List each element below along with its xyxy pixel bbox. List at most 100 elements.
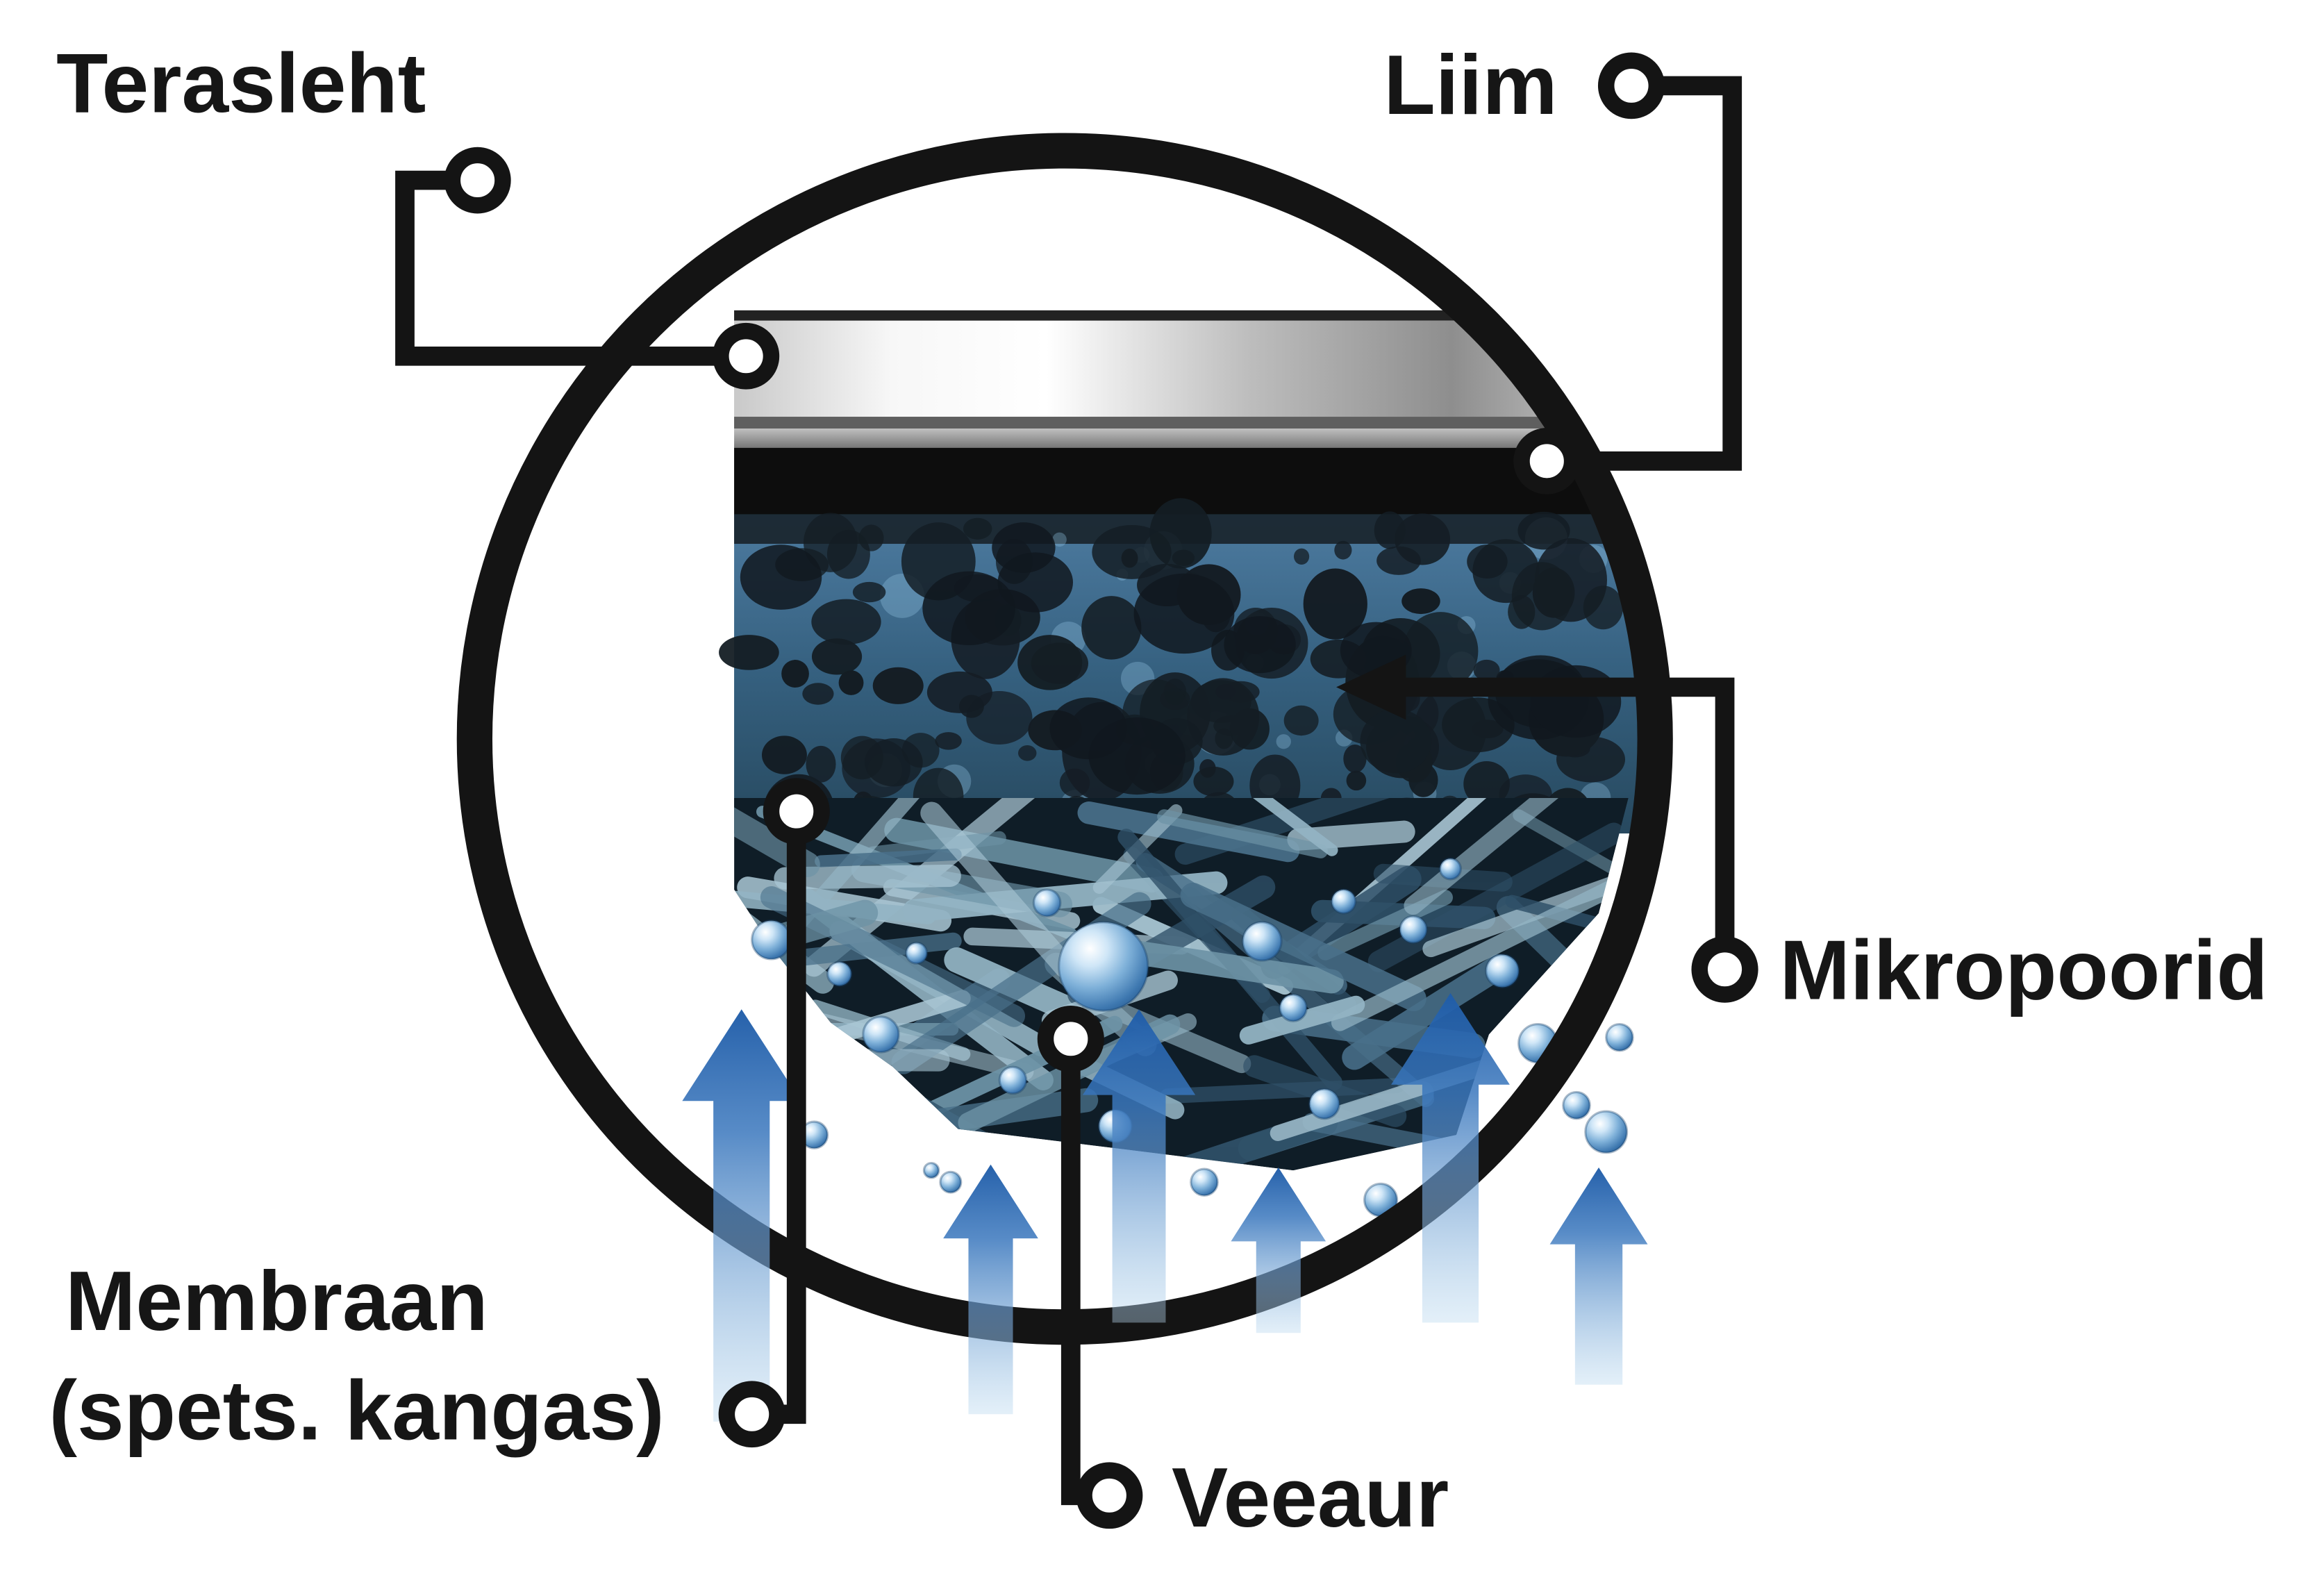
vapor-arrow-up-icon xyxy=(1549,1167,1648,1385)
pore-blob xyxy=(1187,678,1260,756)
water-droplet xyxy=(826,961,853,987)
mikropoorid-arrowhead-icon xyxy=(1336,654,1406,720)
pore-blob-large xyxy=(1088,717,1186,795)
vapor-arrow-up-icon xyxy=(682,1009,801,1422)
label-membraan-line2: (spets. kangas) xyxy=(49,1363,664,1458)
vapor-arrow-up-icon xyxy=(1391,992,1510,1323)
pore-blob xyxy=(1017,745,1037,761)
pore-blob xyxy=(811,638,863,675)
ring-membraan-target xyxy=(763,778,830,845)
membrane-highlight-spot xyxy=(1052,532,1067,547)
fabric-fiber xyxy=(1181,886,1435,1107)
material-layers xyxy=(719,310,1639,1171)
fabric-fiber xyxy=(920,801,1077,979)
pore-blob xyxy=(1473,659,1500,681)
membrane-highlight-spot xyxy=(1276,734,1291,749)
fabric-fiber xyxy=(1077,801,1300,863)
pore-blob xyxy=(1193,766,1234,797)
water-droplet xyxy=(1241,921,1283,962)
water-droplet xyxy=(1562,1090,1591,1120)
pore-blob xyxy=(1463,761,1510,807)
callout-line-liim xyxy=(1547,76,1742,471)
fabric-fiber xyxy=(866,831,1006,861)
pore-blob xyxy=(872,667,924,704)
pore-blob xyxy=(1467,545,1508,579)
fabric-fiber xyxy=(1180,883,1426,1011)
label-terasleht: Terasleht xyxy=(56,36,426,131)
pore-blob xyxy=(1360,708,1432,774)
pore-blob xyxy=(806,745,836,783)
pore-blob xyxy=(1215,728,1233,749)
fabric-fiber xyxy=(1331,874,1629,1031)
fabric-fiber xyxy=(1160,1078,1405,1104)
pore-blob-large xyxy=(1133,573,1235,654)
pore-blob xyxy=(963,517,992,540)
pore-blob xyxy=(1149,498,1212,569)
pore-blob-large xyxy=(1530,665,1622,738)
pore-blob xyxy=(852,581,886,603)
water-droplet xyxy=(1584,1110,1629,1154)
pore-blob xyxy=(1511,562,1572,631)
pore-blob xyxy=(1376,546,1421,575)
pore-blob xyxy=(959,695,984,718)
fabric-fiber xyxy=(815,848,962,867)
callout-line-mikropoorid xyxy=(1399,677,1735,970)
vapor-arrows xyxy=(682,992,1648,1422)
ring-veeaur-target xyxy=(1037,1005,1104,1072)
fabric-fiber xyxy=(774,864,961,890)
pore-blob xyxy=(1303,568,1367,640)
vapor-arrow-up-icon xyxy=(1082,1009,1196,1323)
water-droplet xyxy=(751,920,792,961)
ring-veeaur-label xyxy=(1076,1462,1143,1529)
pore-blob xyxy=(1583,585,1624,630)
water-droplet xyxy=(939,1170,963,1194)
water-droplet xyxy=(922,1161,940,1179)
pore-blob xyxy=(761,735,807,774)
water-droplet xyxy=(1279,993,1308,1022)
pore-blob-large xyxy=(1224,616,1296,674)
pore-blob xyxy=(1017,635,1083,690)
ring-liim-label xyxy=(1597,52,1665,119)
pore-blob-large xyxy=(997,552,1074,613)
fabric-fiber xyxy=(1240,798,1338,856)
pore-blob xyxy=(1343,744,1367,773)
pore-blob xyxy=(1374,511,1406,549)
pore-blob xyxy=(935,732,962,750)
pore-blob xyxy=(1346,770,1367,791)
water-droplet xyxy=(905,941,929,965)
pore-blob xyxy=(803,513,858,572)
label-veeaur: Veeaur xyxy=(1172,1450,1449,1545)
vapor-arrow-up-icon xyxy=(1231,1167,1326,1333)
water-droplet xyxy=(1605,1022,1634,1052)
vapor-arrow-up-icon xyxy=(943,1164,1038,1415)
pore-blob xyxy=(838,670,864,695)
water-droplet xyxy=(1190,1167,1219,1197)
fabric-fiber xyxy=(1239,995,1365,1045)
pore-blob-large xyxy=(740,545,822,610)
water-droplet xyxy=(1058,921,1149,1012)
ring-liim-target xyxy=(1513,427,1581,494)
ring-terasleht-label xyxy=(444,147,511,214)
label-liim: Liim xyxy=(1383,38,1557,132)
pore-blob xyxy=(1293,548,1310,565)
label-mikropoorid: Mikropoorid xyxy=(1780,923,2268,1017)
pore-blob xyxy=(802,683,834,705)
water-droplet xyxy=(1485,953,1520,988)
pore-blob xyxy=(1283,705,1319,736)
pore-blob xyxy=(1517,511,1570,550)
pore-blob xyxy=(781,660,809,688)
pore-blob xyxy=(864,738,923,787)
ring-terasleht-target xyxy=(713,322,780,390)
water-droplet xyxy=(1438,857,1463,881)
ring-membraan-label xyxy=(718,1381,785,1448)
pore-blob xyxy=(1401,588,1440,615)
callout-rings xyxy=(444,52,1758,1529)
pore-blob xyxy=(1334,540,1352,560)
water-droplet xyxy=(998,1065,1028,1095)
water-droplet xyxy=(1399,915,1428,945)
water-droplet xyxy=(862,1015,900,1054)
callout-line-terasleht xyxy=(395,170,747,366)
fabric-fiber xyxy=(1157,809,1328,858)
